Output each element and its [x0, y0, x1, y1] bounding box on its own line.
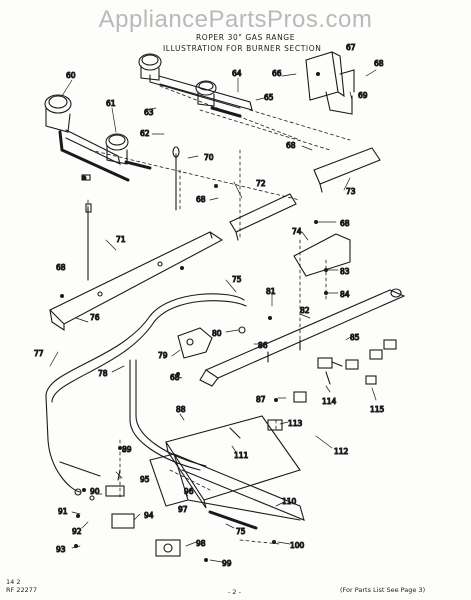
callout-63: 63 — [144, 108, 154, 117]
callout-73: 73 — [346, 187, 356, 196]
callout-76: 76 — [90, 313, 100, 322]
valve-bracket — [305, 51, 355, 115]
callout-84: 84 — [340, 290, 350, 299]
callout-68-top: 68 — [374, 59, 384, 68]
callout-100: 100 — [290, 541, 305, 550]
callout-99: 99 — [222, 559, 232, 568]
callout-80: 80 — [212, 329, 222, 338]
callout-72: 72 — [256, 179, 266, 188]
callout-88: 88 — [176, 405, 186, 414]
callout-91: 91 — [58, 507, 68, 516]
callout-71: 71 — [116, 235, 126, 244]
leader-lines — [49, 69, 377, 563]
callout-115: 115 — [370, 405, 385, 414]
callout-93: 93 — [56, 545, 66, 554]
parts-list-note: (For Parts List See Page 3) — [340, 586, 426, 594]
callout-114: 114 — [322, 397, 337, 406]
callout-95: 95 — [140, 475, 150, 484]
pressure-regulator — [177, 326, 246, 359]
callout-81: 81 — [266, 287, 276, 296]
callout-79: 79 — [158, 351, 168, 360]
callout-61: 61 — [106, 99, 116, 108]
callout-68-mid: 68 — [286, 141, 296, 150]
callout-113: 113 — [288, 419, 303, 428]
callout-77: 77 — [34, 349, 44, 358]
thermostat-tubing — [45, 293, 247, 493]
callout-68-left: 68 — [196, 195, 206, 204]
callout-111: 111 — [234, 451, 249, 460]
bake-burner-tube — [149, 453, 305, 530]
callout-60: 60 — [66, 71, 76, 80]
diagram-title: ROPER 30" GAS RANGE — [196, 33, 296, 42]
callout-92: 92 — [72, 527, 82, 536]
gas-manifold-pipe — [199, 288, 406, 387]
burner-baffles — [229, 147, 381, 277]
callout-78: 78 — [98, 369, 108, 378]
callout-98: 98 — [196, 539, 206, 548]
callout-110: 110 — [282, 497, 297, 506]
callout-112: 112 — [334, 447, 349, 456]
callout-85: 85 — [350, 333, 360, 342]
callout-96: 96 — [184, 487, 194, 496]
callout-62: 62 — [140, 129, 150, 138]
callout-69: 69 — [358, 91, 368, 100]
ignition-components — [59, 461, 181, 557]
callout-labels: 60 61 62 63 64 65 66 67 68 69 68 70 72 7… — [33, 42, 385, 568]
hardware-screws — [60, 72, 328, 562]
callout-89: 89 — [122, 445, 132, 454]
reference-number: RF 22277 — [6, 586, 37, 594]
oven-baffle — [165, 415, 301, 509]
wire-lead — [85, 146, 180, 281]
callout-66: 66 — [272, 69, 282, 78]
callout-64: 64 — [232, 69, 242, 78]
callout-74: 74 — [292, 227, 302, 236]
callout-86: 86 — [258, 341, 268, 350]
front-burner-assembly — [44, 94, 152, 182]
callout-75-lower: 75 — [236, 527, 246, 536]
callout-67: 67 — [346, 43, 356, 52]
callout-87: 87 — [256, 395, 266, 404]
callout-90: 90 — [90, 487, 100, 496]
callout-68-far-left: 68 — [56, 263, 66, 272]
diagram-subtitle: ILLUSTRATION FOR BURNER SECTION — [163, 44, 322, 53]
callout-82: 82 — [300, 306, 310, 315]
manifold-support-rail — [49, 231, 224, 332]
callout-65: 65 — [264, 93, 274, 102]
callout-68-low: 68 — [170, 373, 180, 382]
rear-burner-assembly — [138, 53, 253, 118]
callout-68-right: 68 — [340, 219, 350, 228]
burner-valves — [267, 339, 397, 431]
callout-75-upper: 75 — [232, 275, 242, 284]
callout-94: 94 — [144, 511, 154, 520]
watermark: AppliancePartsPros.com — [98, 6, 373, 33]
callout-70: 70 — [204, 153, 214, 162]
callout-97: 97 — [178, 505, 188, 514]
page-number: - 2 - — [228, 588, 241, 596]
callout-83: 83 — [340, 267, 350, 276]
drawing-number: 14 2 — [6, 578, 21, 586]
